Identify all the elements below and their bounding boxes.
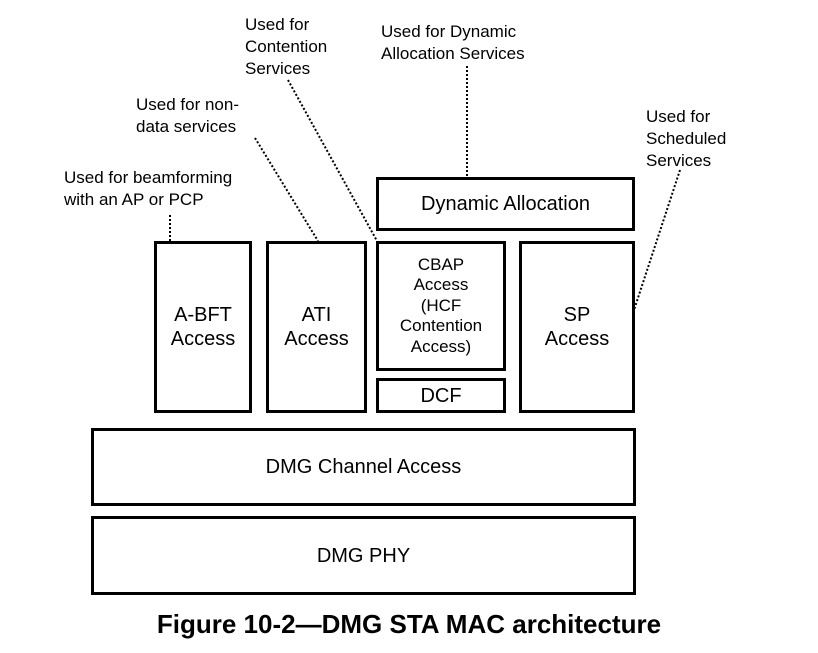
annotation-scheduled: Used for Scheduled Services xyxy=(646,107,727,170)
annotation-non-data: Used for non- data services xyxy=(136,95,239,136)
connector-contention xyxy=(287,79,378,242)
dmg-phy-block: DMG PHY xyxy=(91,516,636,595)
annotation-contention: Used for Contention Services xyxy=(245,15,328,78)
annotation-dynamic: Used for Dynamic Allocation Services xyxy=(381,22,525,63)
annotation-beamforming: Used for beamforming with an AP or PCP xyxy=(64,168,233,209)
cbap-access-block: CBAP Access (HCF Contention Access) xyxy=(376,241,506,371)
abft-access-block: A-BFT Access xyxy=(154,241,252,413)
figure-caption: Figure 10-2—DMG STA MAC architecture xyxy=(156,609,662,639)
dmg-channel-access-block: DMG Channel Access xyxy=(91,428,636,506)
connector-scheduled xyxy=(633,169,681,311)
ati-access-block: ATI Access xyxy=(266,241,367,413)
dcf-block: DCF xyxy=(376,378,506,413)
dynamic-allocation-block: Dynamic Allocation xyxy=(376,177,635,231)
sp-access-block: SP Access xyxy=(519,241,635,413)
connector-non-data xyxy=(254,137,319,242)
